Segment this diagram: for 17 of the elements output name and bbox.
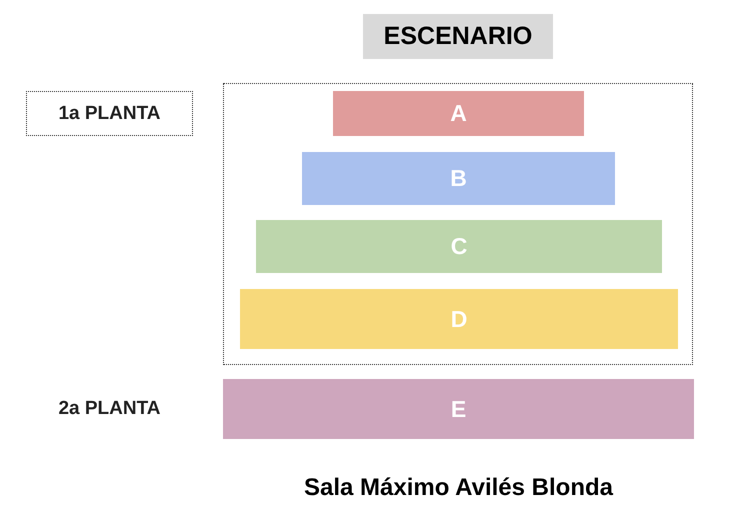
stage-box [363, 14, 553, 59]
floor-label: 2a PLANTA [58, 398, 161, 418]
caption: Sala Máximo Avilés Blonda [304, 476, 613, 500]
zone-label: B [450, 167, 467, 190]
zone-label: C [450, 235, 468, 258]
seating-zone [302, 152, 615, 205]
seating-zone [333, 91, 584, 136]
seating-zone [223, 379, 694, 439]
zone-label: D [450, 308, 468, 330]
seating-zone [256, 220, 662, 273]
seating-group-box [223, 83, 693, 365]
zone-label: A [450, 102, 467, 125]
zone-label: E [450, 398, 466, 420]
floor-box [26, 91, 193, 136]
stage-label: ESCENARIO [384, 24, 532, 49]
seating-zone [240, 289, 678, 349]
floor-label: 1a PLANTA [58, 104, 161, 123]
